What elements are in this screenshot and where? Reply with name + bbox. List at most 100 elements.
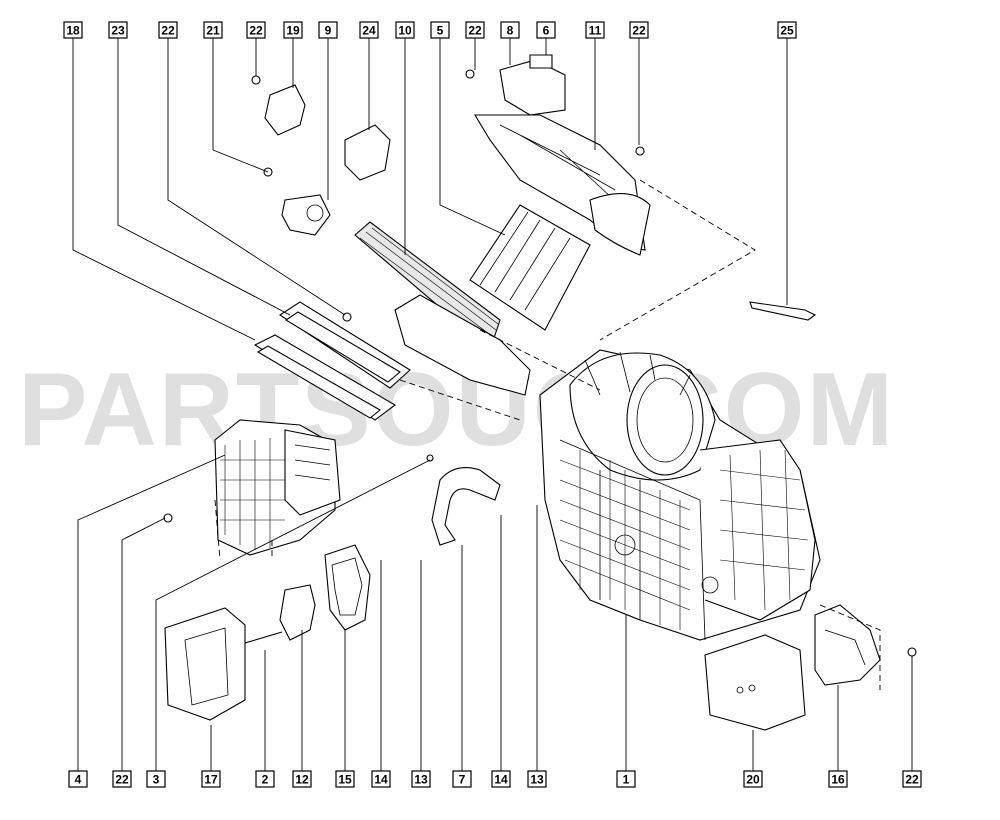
- callout-box: [465, 21, 485, 39]
- callout-box: [500, 21, 520, 39]
- callout-top-0: 18: [63, 21, 83, 39]
- callout-bottom-12: 1: [616, 770, 636, 788]
- callout-label: 9: [325, 24, 332, 38]
- callout-box: [777, 21, 797, 39]
- callouts-top: 18 23 22 21 22 19 9 24 10 5 22 8 6 11 22 25: [63, 21, 797, 39]
- callouts-bottom: 4 22 3 17 2 12 15 14 13 7 14 13 1 20 16 22: [68, 770, 922, 788]
- callout-label: 24: [362, 24, 376, 38]
- callout-top-6: 9: [318, 21, 338, 39]
- callout-label: 5: [437, 24, 444, 38]
- callout-box: [430, 21, 450, 39]
- callout-label: 7: [459, 773, 466, 787]
- callout-label: 8: [507, 24, 514, 38]
- duct-and-filter: [354, 204, 591, 396]
- callout-top-5: 19: [283, 21, 303, 39]
- callout-bottom-10: 14: [491, 770, 511, 788]
- hvac-housing: [539, 349, 821, 641]
- callout-label: 13: [530, 773, 544, 787]
- callout-bottom-8: 13: [411, 770, 431, 788]
- callout-label: 17: [204, 773, 218, 787]
- callout-box: [902, 770, 922, 788]
- callout-bottom-7: 14: [371, 770, 391, 788]
- callout-bottom-4: 2: [255, 770, 275, 788]
- callout-box: [536, 21, 556, 39]
- callout-top-3: 21: [203, 21, 223, 39]
- callout-label: 23: [111, 24, 125, 38]
- callout-label: 10: [398, 24, 412, 38]
- callout-bottom-5: 12: [292, 770, 312, 788]
- motor-cover-and-blower: [704, 604, 881, 731]
- callout-label: 11: [589, 24, 602, 38]
- callout-box: [292, 770, 312, 788]
- callout-box: [359, 21, 379, 39]
- callout-box: [828, 770, 848, 788]
- callout-label: 12: [295, 773, 309, 787]
- callout-bottom-11: 13: [527, 770, 547, 788]
- callout-top-9: 5: [430, 21, 450, 39]
- callout-top-12: 6: [536, 21, 556, 39]
- callout-bottom-13: 20: [743, 770, 763, 788]
- callout-label: 2: [262, 773, 269, 787]
- pipes-and-seals: [164, 467, 501, 721]
- callout-top-13: 11: [585, 21, 605, 39]
- callout-box: [616, 770, 636, 788]
- callout-box: [527, 770, 547, 788]
- callout-label: 3: [153, 773, 160, 787]
- filter-frame: [253, 301, 411, 421]
- callout-box: [201, 770, 221, 788]
- callout-label: 13: [414, 773, 428, 787]
- callout-label: 6: [543, 24, 550, 38]
- callout-label: 14: [494, 773, 508, 787]
- callout-top-14: 22: [629, 21, 649, 39]
- callout-box: [318, 21, 338, 39]
- callout-top-15: 25: [777, 21, 797, 39]
- callout-bottom-15: 22: [902, 770, 922, 788]
- callout-label: 25: [780, 24, 794, 38]
- callout-box: [371, 770, 391, 788]
- callout-top-1: 23: [108, 21, 128, 39]
- callout-top-8: 10: [395, 21, 415, 39]
- leader-lines: [72, 38, 913, 771]
- callout-label: 22: [632, 24, 646, 38]
- callout-box: [395, 21, 415, 39]
- callout-top-2: 22: [158, 21, 178, 39]
- callout-box: [629, 21, 649, 39]
- dashed-guides: [214, 179, 881, 690]
- callout-label: 22: [468, 24, 482, 38]
- callout-label: 22: [161, 24, 175, 38]
- callout-bottom-6: 15: [335, 770, 355, 788]
- callout-label: 16: [831, 773, 845, 787]
- callout-box: [255, 770, 275, 788]
- callout-box: [68, 770, 88, 788]
- callout-box: [63, 21, 83, 39]
- callout-top-7: 24: [359, 21, 379, 39]
- callout-bottom-2: 3: [146, 770, 166, 788]
- callout-box: [283, 21, 303, 39]
- callout-label: 22: [905, 773, 919, 787]
- callout-label: 22: [115, 773, 129, 787]
- callout-box: [108, 21, 128, 39]
- callout-label: 21: [206, 24, 220, 38]
- callout-bottom-14: 16: [828, 770, 848, 788]
- callout-box: [585, 21, 605, 39]
- callout-box: [246, 21, 266, 39]
- callout-box: [411, 770, 431, 788]
- callout-box: [146, 770, 166, 788]
- callout-box: [203, 21, 223, 39]
- callout-label: 1: [623, 773, 630, 787]
- callout-label: 22: [249, 24, 263, 38]
- callout-bottom-9: 7: [452, 770, 472, 788]
- callout-label: 20: [746, 773, 760, 787]
- actuators: [264, 54, 566, 236]
- callout-box: [491, 770, 511, 788]
- callout-label: 18: [66, 24, 80, 38]
- callout-label: 19: [286, 24, 300, 38]
- callout-label: 14: [374, 773, 388, 787]
- callout-top-4: 22: [246, 21, 266, 39]
- upper-duct: [474, 114, 651, 256]
- callout-box: [112, 770, 132, 788]
- callout-bottom-0: 4: [68, 770, 88, 788]
- intake-case: [214, 419, 341, 556]
- callout-box: [452, 770, 472, 788]
